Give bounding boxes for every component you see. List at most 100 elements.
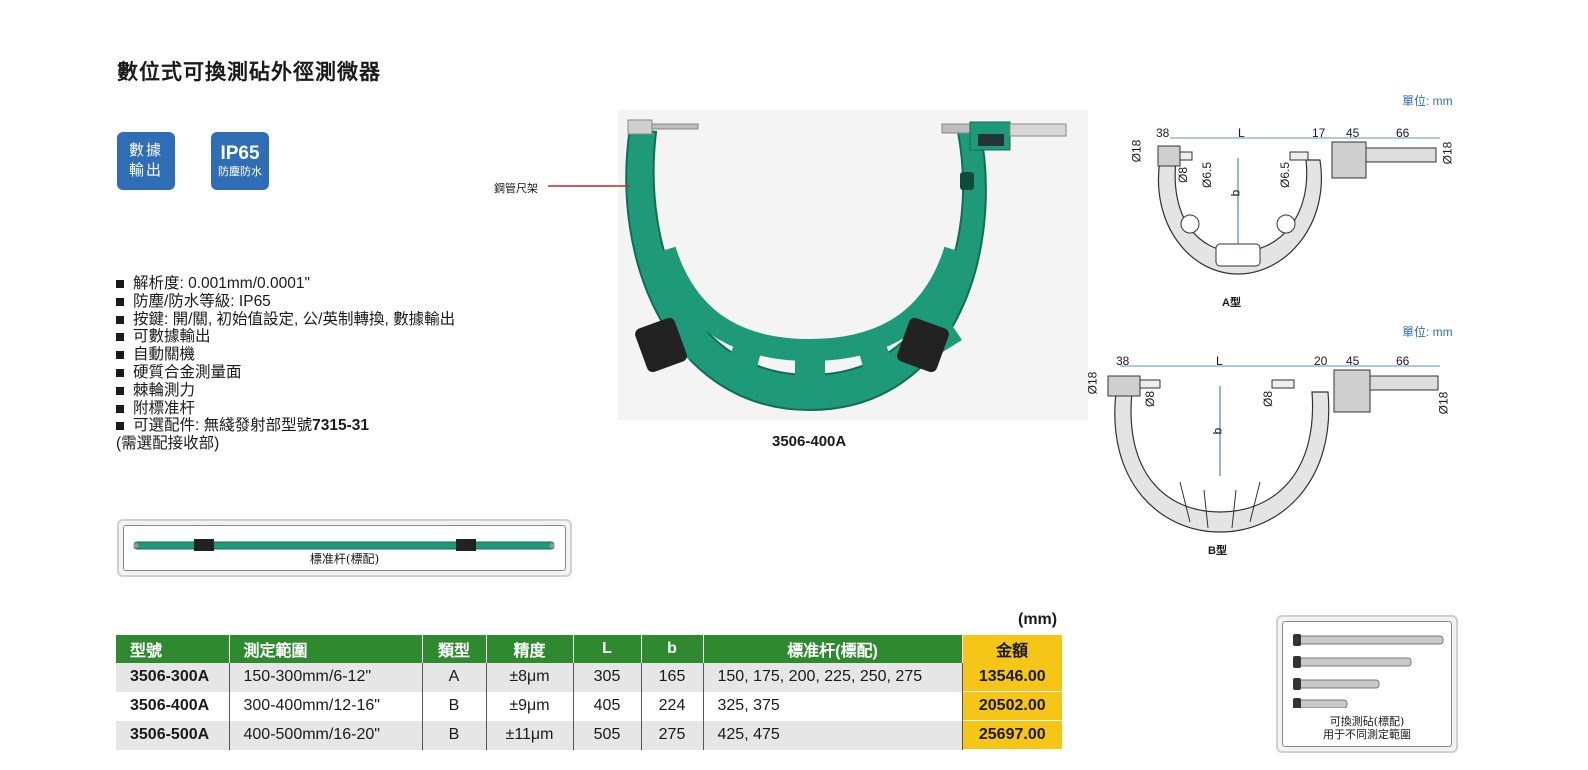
table-unit: (mm) [1018,611,1058,628]
anvil-label-line: 可換測砧(標配) [1329,715,1405,728]
dim-label: 20 [1314,354,1328,368]
anvil-label-line: 用于不同測定範圍 [1323,728,1411,741]
cell-price: 25697.00 [962,720,1062,750]
dim-label: 45 [1346,126,1360,140]
anvil-set-icon [1293,634,1444,708]
dim-label: 17 [1312,126,1326,140]
page-title: 數位式可換測砧外徑測微器 [117,61,381,84]
spindle-icon [941,123,973,134]
table-row: 3506-300A 150-300mm/6-12" A ±8μm 305 165… [116,663,1062,692]
cell-range: 300-400mm/12-16" [229,691,423,721]
micrometer-illustration [548,110,1088,420]
cell-l: 405 [573,691,642,721]
header-type: 類型 [422,635,487,663]
frame-spoke-line [1179,481,1191,523]
anvil-holder [1107,375,1141,397]
frame-callout: 鋼管尺架 [494,182,538,195]
insulator-grip-icon [635,317,687,373]
rod-tip [133,543,139,548]
anvil-rod [1296,657,1412,667]
dim-label: Ø18 [1436,391,1451,415]
standard-rod-label: 標准杆(標配) [309,552,380,566]
header-l: L [573,635,642,663]
cell-model: 3506-400A [116,691,230,721]
cell-b: 165 [641,663,704,692]
standard-rod-icon [133,539,555,551]
frame-spoke-line [1231,489,1237,529]
frame-outline [1158,159,1322,275]
anvil-set-panel: 可換測砧(標配) 用于不同測定範圍 [1276,615,1458,753]
lcd-display-icon [978,134,1004,146]
frame-hole [1276,214,1296,234]
header-accuracy: 精度 [486,635,574,663]
cell-l: 305 [573,663,642,692]
feature-item: 解析度: 0.001mm/0.0001" [116,275,455,293]
cell-accuracy: ±8μm [486,663,574,692]
ip65-badge: IP65 防塵防水 [211,132,269,190]
cell-b: 224 [641,691,704,721]
dim-label: 45 [1346,354,1360,368]
dim-label: Ø8 [1176,166,1191,184]
cell-model: 3506-300A [116,663,230,692]
cell-standard-rod: 325, 375 [703,691,963,721]
header-standard-rod: 標准杆(標配) [703,635,963,663]
frame-spoke-line [1249,481,1261,523]
thimble [1369,375,1439,391]
frame-outline [1114,391,1330,533]
anvil-cap [1293,698,1301,708]
drawing-type-a: Ø18 38 L 17 45 66 Ø18 Ø8 Ø6.5 Ø6.5 b [1120,124,1460,284]
anvil-cap [1293,634,1301,646]
dim-label: Ø18 [1129,139,1144,163]
table-row: 3506-500A 400-500mm/16-20" B ±11μm 505 2… [116,720,1062,750]
digital-head [1331,141,1367,179]
frame-hole [1180,214,1200,234]
optional-prefix: 可選配件: 無綫發射部型號 [133,417,313,435]
anvil-rod [1296,699,1348,708]
header-range: 測定範圍 [229,635,423,663]
insulator-grip-icon [897,317,949,373]
dim-label: 66 [1396,126,1410,140]
dim-label: 38 [1116,354,1130,368]
spindle [1271,379,1295,389]
cell-standard-rod: 150, 175, 200, 225, 250, 275 [703,663,963,692]
dim-label: Ø18 [1440,141,1455,165]
anvil-set-label: 可換測砧(標配) 用于不同測定範圍 [1283,715,1451,741]
feature-item: 可數據輸出 [116,328,455,346]
feature-item: 按鍵: 開/關, 初始值設定, 公/英制轉換, 數據輸出 [116,311,455,329]
feature-item: 防塵/防水等級: IP65 [116,293,455,311]
dim-label: Ø8 [1143,390,1158,408]
dim-label: 38 [1156,126,1170,140]
feature-item: 附標准杆 [116,400,455,418]
cell-model: 3506-500A [116,720,230,750]
anvil-holder-icon [627,119,653,135]
header-model: 型號 [116,635,230,663]
feature-item: 自動關機 [116,346,455,364]
rod-tip [549,543,555,548]
thimble [1365,147,1437,163]
frame-window [1215,243,1261,267]
thimble-icon [1009,123,1067,137]
feature-list: 解析度: 0.001mm/0.0001" 防塵/防水等級: IP65 按鍵: 開… [116,275,455,453]
dim-label: b [1210,427,1225,435]
spec-table: 型號 測定範圍 類型 精度 L b 標准杆(標配) 金額 3506-300A 1… [116,635,1063,750]
anvil-cap [1293,656,1301,668]
cell-b: 275 [641,720,704,750]
frame-spoke [855,330,898,385]
header-price: 金額 [962,635,1063,663]
type-b-label: B型 [1208,545,1227,557]
photo-caption: 3506-400A [772,433,847,450]
anvil-holder [1157,145,1181,167]
cell-accuracy: ±9μm [486,691,574,721]
spindle [1289,151,1309,161]
rod-grip [194,539,214,551]
frame-spoke [722,330,765,385]
anvil-icon [651,123,699,130]
anvil-rod [1296,635,1444,645]
frame-spoke [795,340,825,392]
feature-item: 硬質合金測量面 [116,364,455,382]
badge-line: 數據 [128,142,163,159]
rod-grip [456,539,476,551]
cell-type: B [422,720,487,750]
data-output-badge: 數據 輸出 [117,132,175,190]
optional-note: (需選配接收部) [116,435,220,453]
